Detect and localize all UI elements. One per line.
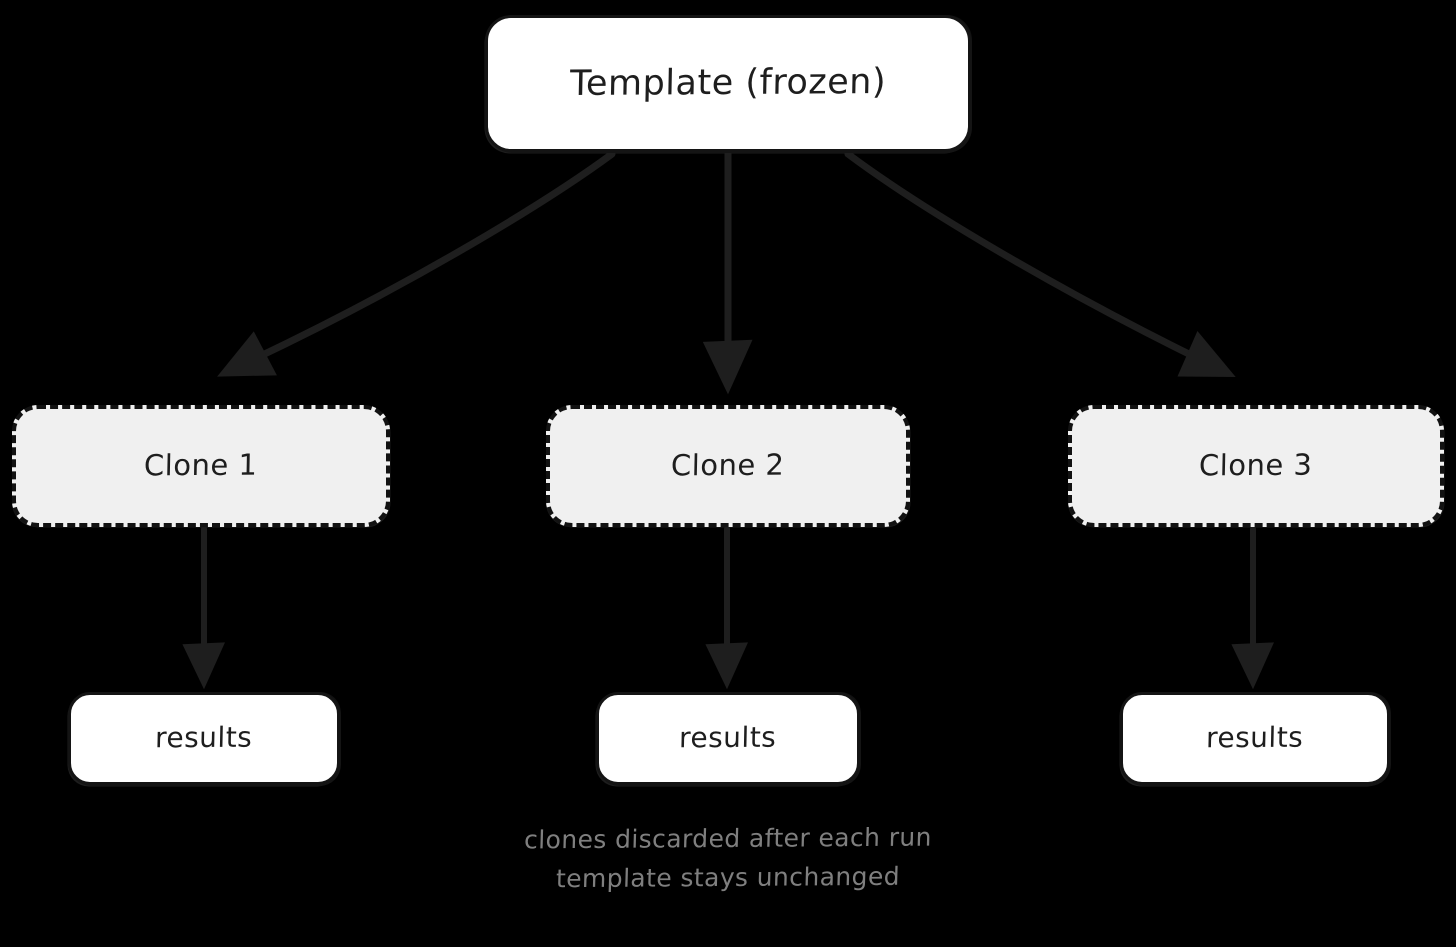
edge-template-to-clone-3	[844, 150, 1236, 378]
node-template-frozen[interactable]: Template (frozen)	[485, 15, 971, 152]
node-result-1[interactable]: results	[68, 692, 340, 785]
node-result-3[interactable]: results	[1120, 692, 1390, 785]
node-result-2[interactable]: results	[596, 692, 860, 785]
node-clone-1[interactable]: Clone 1	[12, 405, 390, 527]
node-clone-3[interactable]: Clone 3	[1068, 405, 1444, 527]
edge-template-to-clone-1	[217, 150, 616, 377]
node-result-2-label: results	[679, 720, 778, 755]
node-clone-1-label: Clone 1	[143, 447, 259, 483]
node-clone-2-label: Clone 2	[670, 447, 786, 483]
node-clone-2[interactable]: Clone 2	[546, 405, 910, 527]
diagram-caption: clones discarded after each run template…	[0, 820, 1456, 898]
node-template-label: Template (frozen)	[569, 62, 887, 105]
node-clone-3-label: Clone 3	[1198, 447, 1314, 483]
node-result-3-label: results	[1206, 720, 1305, 755]
node-result-1-label: results	[155, 720, 254, 755]
